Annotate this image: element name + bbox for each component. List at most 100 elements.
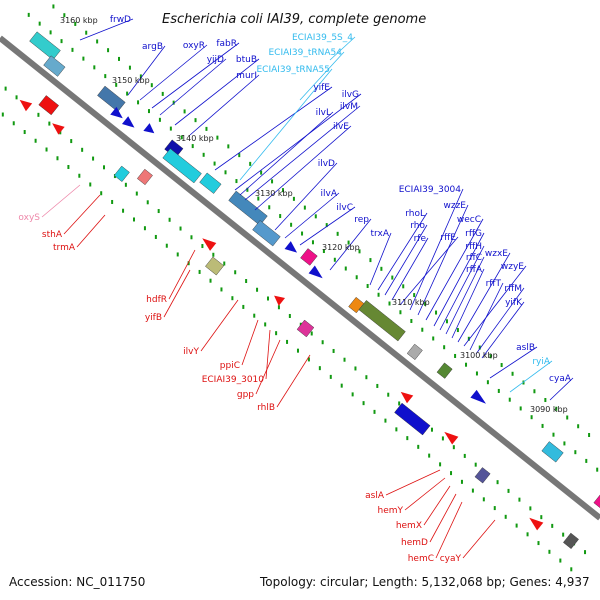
- tick-dot: [34, 138, 37, 143]
- gene-label: rhoL: [405, 209, 425, 219]
- connector-line: [445, 256, 485, 335]
- tick-dot: [380, 266, 383, 271]
- tick-dot: [187, 261, 190, 266]
- tick-dot: [399, 310, 402, 315]
- tick-dot: [366, 284, 369, 289]
- kbp-label: 3120 kbp: [322, 243, 360, 252]
- tick-dot: [445, 319, 448, 324]
- gene-label: ECIAI39_tRNA54: [268, 48, 342, 58]
- tick-dot: [333, 257, 336, 262]
- tick-dot: [544, 398, 547, 403]
- tick-dot: [500, 363, 503, 368]
- gene-label: ilvC: [336, 203, 353, 213]
- tick-dot: [474, 462, 477, 467]
- tick-dot: [146, 200, 149, 205]
- tick-dot: [402, 284, 405, 289]
- tick-dot: [486, 380, 489, 385]
- connector-line: [384, 224, 428, 296]
- tick-dot: [268, 205, 271, 210]
- gene-label: wecC: [457, 215, 481, 225]
- connector-line: [481, 301, 525, 359]
- gene-label: ECIAI39_5S_4: [292, 33, 353, 43]
- tick-dot: [12, 121, 15, 126]
- tick-dot: [103, 165, 106, 170]
- connector-line: [429, 493, 457, 543]
- gene-label: yifB: [145, 313, 162, 323]
- gene-label: rffE: [440, 233, 456, 243]
- tick-dot: [325, 223, 328, 228]
- tick-dot: [585, 458, 588, 463]
- tick-dot: [347, 240, 350, 245]
- genome-info-text: Topology: circular; Length: 5,132,068 bp…: [259, 575, 590, 589]
- tick-dot: [428, 453, 431, 458]
- gene-feature: [474, 467, 491, 484]
- tick-dot: [288, 313, 291, 318]
- gene-label: yifE: [313, 83, 330, 93]
- gene-arrow: [110, 106, 123, 119]
- tick-dot: [467, 336, 470, 341]
- kbp-label: 3090 kbp: [530, 405, 568, 414]
- gene-arrow: [444, 431, 459, 445]
- gene-label: ilvE: [333, 122, 349, 132]
- gene-feature: [394, 402, 431, 436]
- gene-label: rffT: [486, 279, 502, 289]
- tick-dot: [344, 266, 347, 271]
- tick-dot: [234, 270, 237, 275]
- connector-line: [168, 249, 196, 300]
- tick-dot: [551, 523, 554, 528]
- tick-dot: [23, 130, 26, 135]
- tick-dot: [314, 214, 317, 219]
- tick-dot: [410, 318, 413, 323]
- tick-dot: [275, 331, 278, 336]
- gene-label: argB: [142, 42, 163, 52]
- tick-dot: [351, 392, 354, 397]
- tick-dot: [92, 156, 95, 161]
- gene-label: ilvY: [183, 347, 199, 357]
- tick-dot: [93, 65, 96, 70]
- tick-dot: [128, 65, 131, 70]
- gene-arrow: [470, 389, 487, 404]
- kbp-label: 3160 kbp: [60, 16, 98, 25]
- tick-dot: [190, 235, 193, 240]
- connector-line: [284, 192, 340, 239]
- connector-line: [417, 204, 469, 316]
- kbp-label: 3150 kbp: [112, 76, 150, 85]
- tick-dot: [388, 301, 391, 306]
- tick-dot: [471, 488, 474, 493]
- tick-dot: [369, 258, 372, 263]
- tick-dot: [562, 532, 565, 537]
- tick-dot: [27, 12, 30, 17]
- tick-dot: [213, 161, 216, 166]
- tick-dot: [435, 310, 438, 315]
- gene-label: rep: [354, 215, 369, 225]
- tick-dot: [310, 331, 313, 336]
- tick-dot: [137, 100, 140, 105]
- tick-dot: [508, 397, 511, 402]
- tick-dot: [279, 214, 282, 219]
- gene-arrow: [19, 99, 33, 112]
- gene-label: trxA: [371, 229, 390, 239]
- tick-dot: [266, 296, 269, 301]
- tick-dot: [526, 532, 529, 537]
- tick-dot: [362, 401, 365, 406]
- gene-feature: [228, 190, 268, 226]
- tick-dot: [540, 515, 543, 520]
- tick-dot: [391, 275, 394, 280]
- gene-label: murI: [236, 71, 257, 81]
- tick-dot: [563, 441, 566, 446]
- tick-dot: [511, 371, 514, 376]
- tick-dot: [161, 91, 164, 96]
- tick-dot: [377, 292, 380, 297]
- gene-label: rffM: [504, 284, 522, 294]
- kbp-label: 3140 kbp: [176, 134, 214, 143]
- tick-dot: [329, 374, 332, 379]
- tick-dot: [63, 13, 66, 18]
- connector-line: [463, 265, 527, 347]
- gene-label: rhlB: [257, 403, 275, 413]
- connector-line: [76, 214, 106, 248]
- tick-dot: [286, 339, 289, 344]
- gene-label: hemC: [408, 554, 434, 564]
- tick-dot: [303, 205, 306, 210]
- tick-dot: [150, 83, 153, 88]
- tick-dot: [463, 453, 466, 458]
